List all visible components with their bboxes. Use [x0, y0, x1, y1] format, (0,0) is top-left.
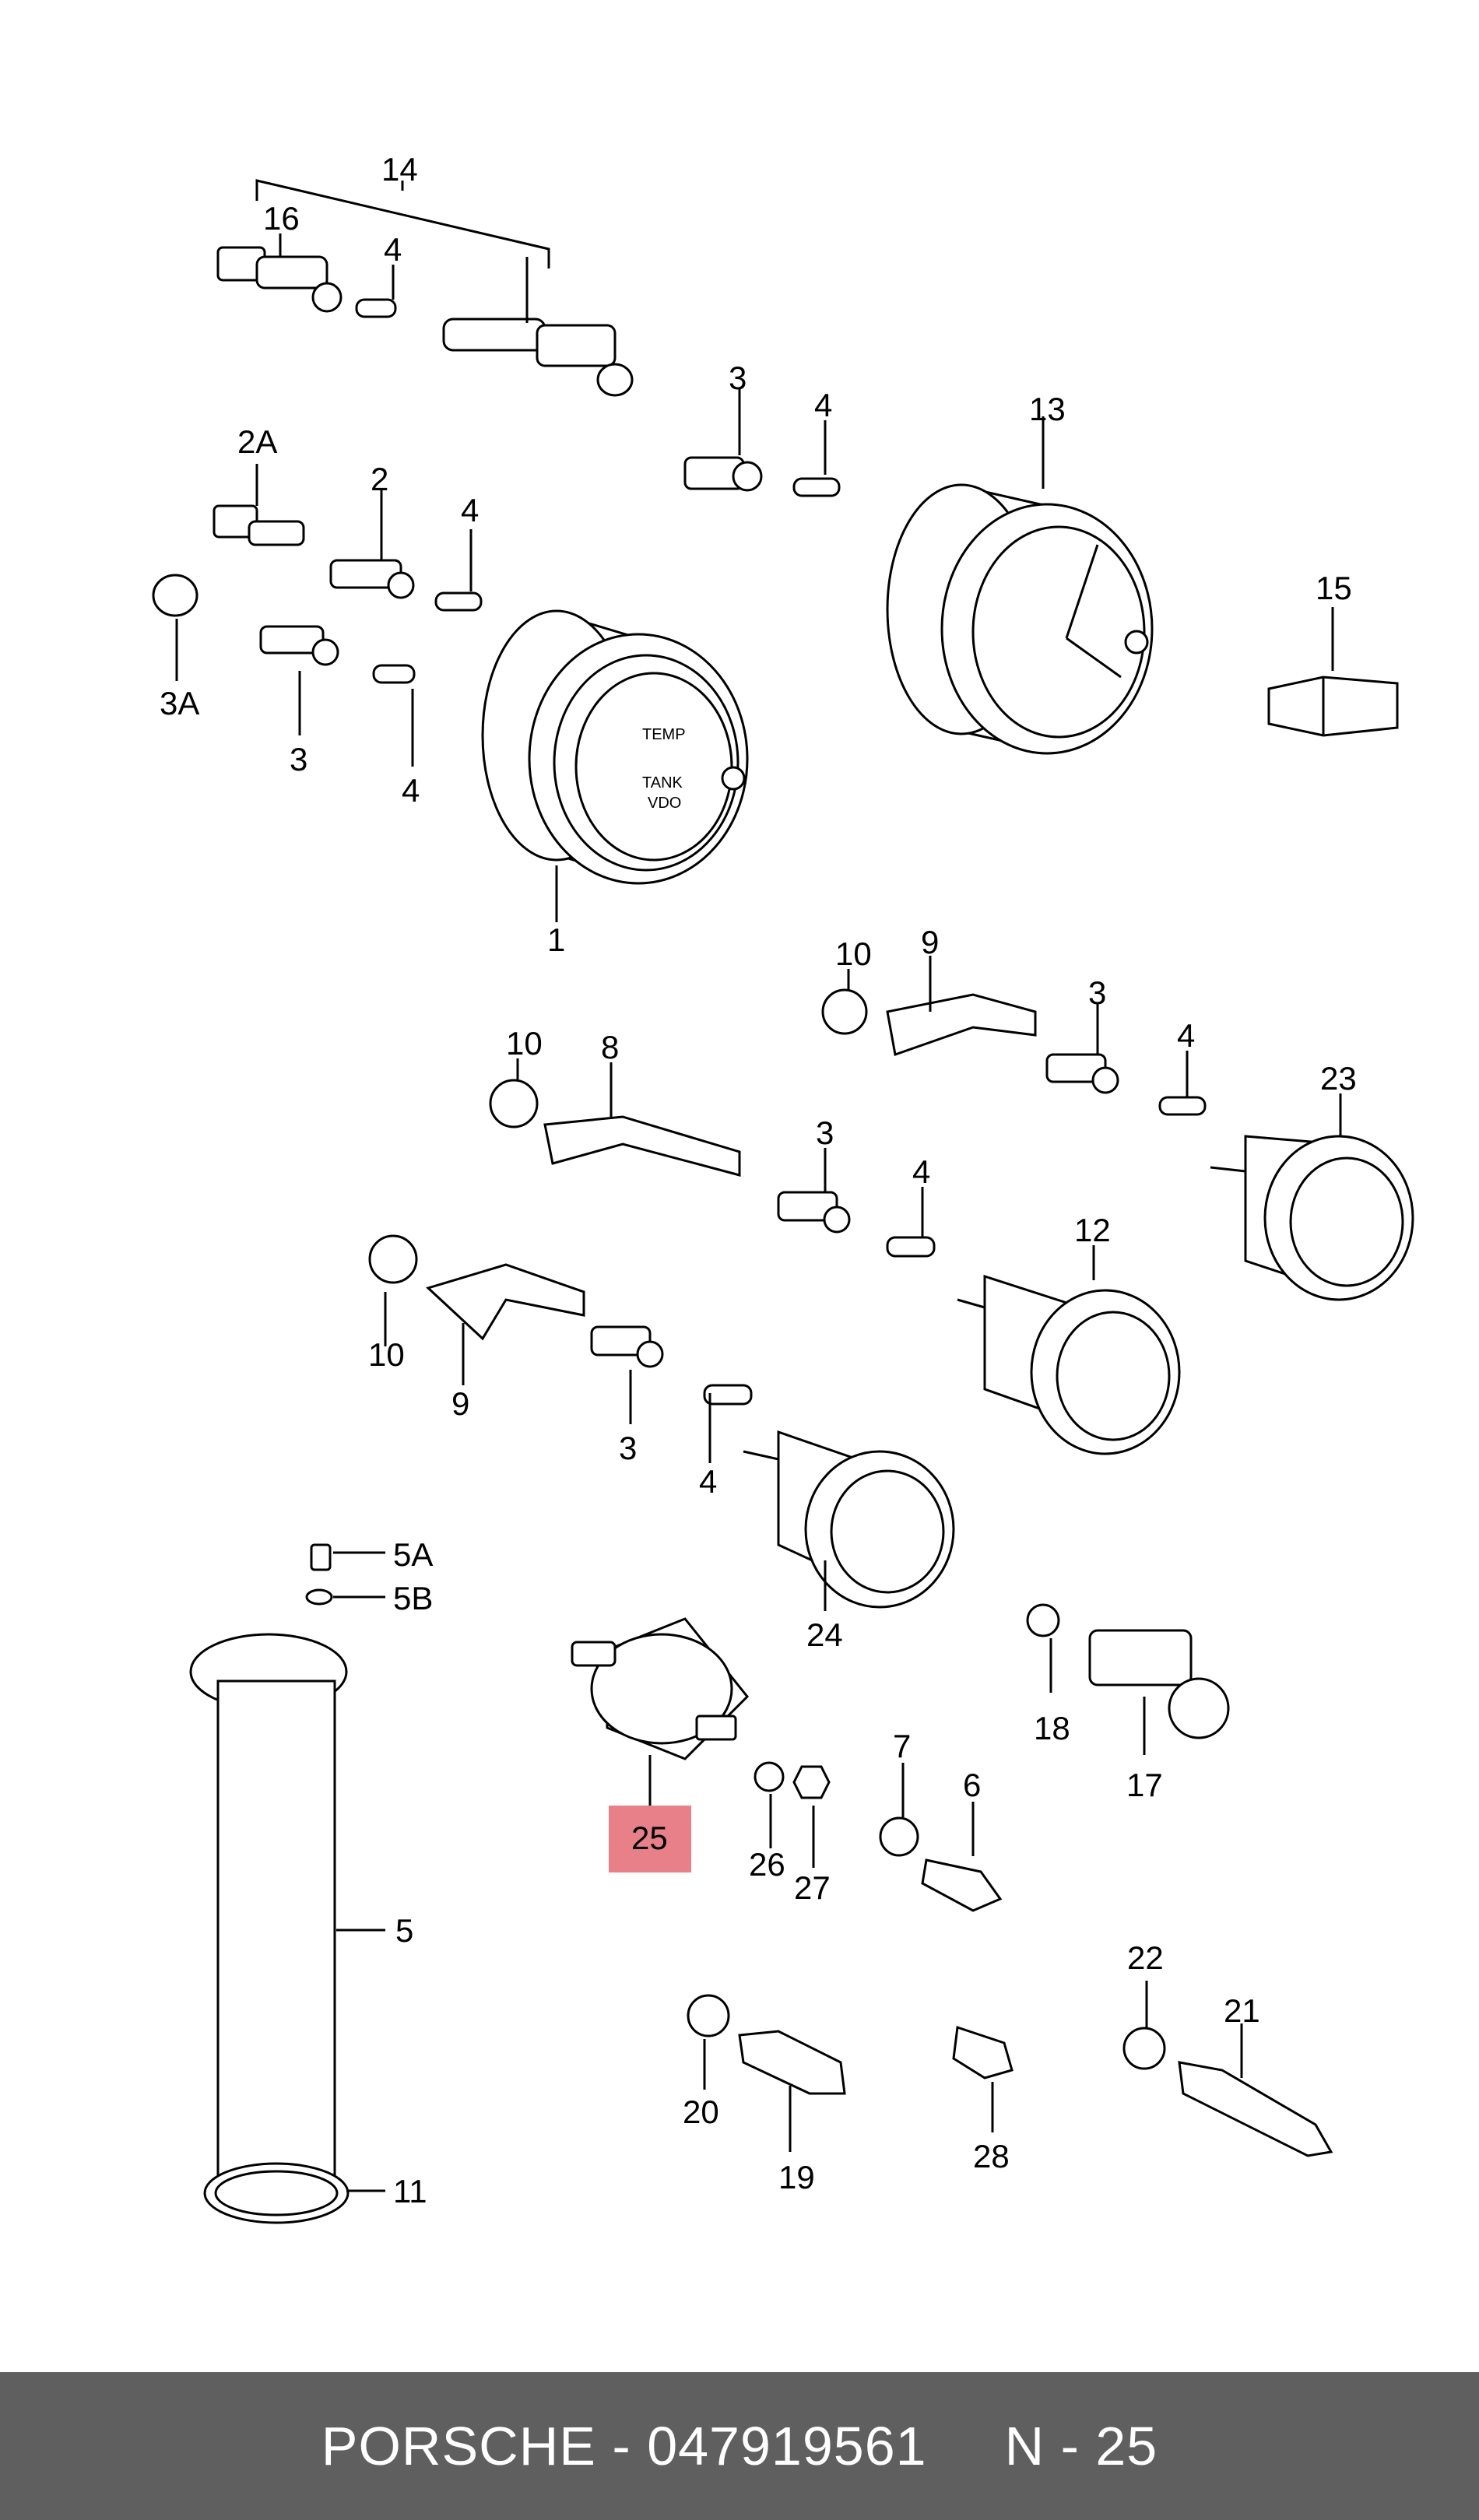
part-group-sockets-left: [152, 464, 483, 767]
parts-diagram: TEMP TANK VDO: [152, 151, 1414, 2224]
part-number: 047919561: [647, 2416, 927, 2476]
callout-4: 4: [912, 1153, 930, 1190]
callout-19: 19: [778, 2159, 815, 2195]
callout-5a: 5A: [393, 1536, 433, 1573]
callout-26: 26: [749, 1846, 785, 1883]
callout-2: 2: [371, 461, 388, 497]
callout-3: 3: [816, 1114, 834, 1151]
callout-5: 5: [395, 1912, 413, 1949]
callout-4: 4: [402, 772, 420, 809]
footer-separator: -: [595, 2416, 648, 2476]
callout-28: 28: [973, 2138, 1010, 2174]
gauge-temp-tank: TEMP TANK VDO: [481, 609, 749, 922]
part-25-oil-pressure-sender: [571, 1617, 831, 1868]
callout-16: 16: [263, 200, 300, 237]
callout-25: 25: [631, 1820, 668, 1856]
gauge-temp-label: TEMP: [642, 726, 686, 743]
gauge-12-group: [489, 1058, 1181, 1455]
highlight-box-25: [609, 1806, 691, 1872]
callout-8: 8: [601, 1029, 619, 1065]
callout-18: 18: [1034, 1710, 1070, 1746]
gauge-23-group: [821, 956, 1414, 1301]
callout-23: 23: [1320, 1060, 1357, 1097]
callout-9: 9: [921, 924, 939, 960]
callout-17: 17: [1126, 1767, 1163, 1803]
callout-11: 11: [393, 2173, 427, 2209]
callout-3: 3: [1088, 974, 1106, 1011]
callout-3a: 3A: [160, 685, 199, 721]
callout-6: 6: [963, 1767, 981, 1803]
callout-12: 12: [1074, 1212, 1111, 1248]
brand-name: PORSCHE: [321, 2416, 596, 2476]
part-footer-bar: PORSCHE - 047919561 N - 25: [0, 2372, 1479, 2520]
callout-21: 21: [1224, 1992, 1260, 2029]
callout-9: 9: [451, 1385, 469, 1422]
gauge-tachometer: [683, 389, 1154, 755]
callout-2a: 2A: [237, 423, 277, 460]
parts-19-20-21-22-28: [687, 1981, 1333, 2157]
part-15-switch: [1267, 607, 1399, 737]
callout-22: 22: [1127, 1939, 1164, 1976]
callout-7: 7: [893, 1728, 911, 1764]
callout-4: 4: [699, 1463, 717, 1500]
callout-4: 4: [461, 492, 479, 528]
gauge-tank-label: TANK: [642, 774, 683, 791]
callout-3: 3: [290, 741, 307, 777]
gauge-vdo-label: VDO: [648, 795, 681, 812]
callout-10: 10: [835, 935, 872, 972]
callout-4: 4: [814, 387, 832, 423]
callout-13: 13: [1029, 391, 1066, 427]
callout-10: 10: [506, 1025, 543, 1062]
parts-6-7-17-18: [879, 1603, 1230, 1912]
diagram-position: N - 25: [1004, 2416, 1158, 2476]
callout-10: 10: [368, 1336, 405, 1373]
callout-1: 1: [547, 921, 565, 958]
callout-3: 3: [619, 1430, 637, 1466]
callout-15: 15: [1316, 570, 1352, 606]
callout-24: 24: [806, 1616, 843, 1653]
callout-3: 3: [729, 360, 747, 396]
part-group-14: [216, 179, 634, 397]
callout-20: 20: [683, 2094, 719, 2130]
callout-labels: 14 16 4 3 4 13 2A 2 4 3A 3 4 15 1 10 9 3…: [160, 151, 1357, 2209]
gauge-24-group: [368, 1234, 955, 1611]
callout-27: 27: [794, 1869, 831, 1906]
callout-5b: 5B: [393, 1580, 433, 1616]
callout-4: 4: [384, 231, 402, 268]
fuel-sender-group: [189, 1543, 385, 2224]
callout-14: 14: [381, 151, 418, 188]
parts-diagram-svg: TEMP TANK VDO: [152, 151, 1414, 2224]
callout-4: 4: [1177, 1017, 1195, 1054]
